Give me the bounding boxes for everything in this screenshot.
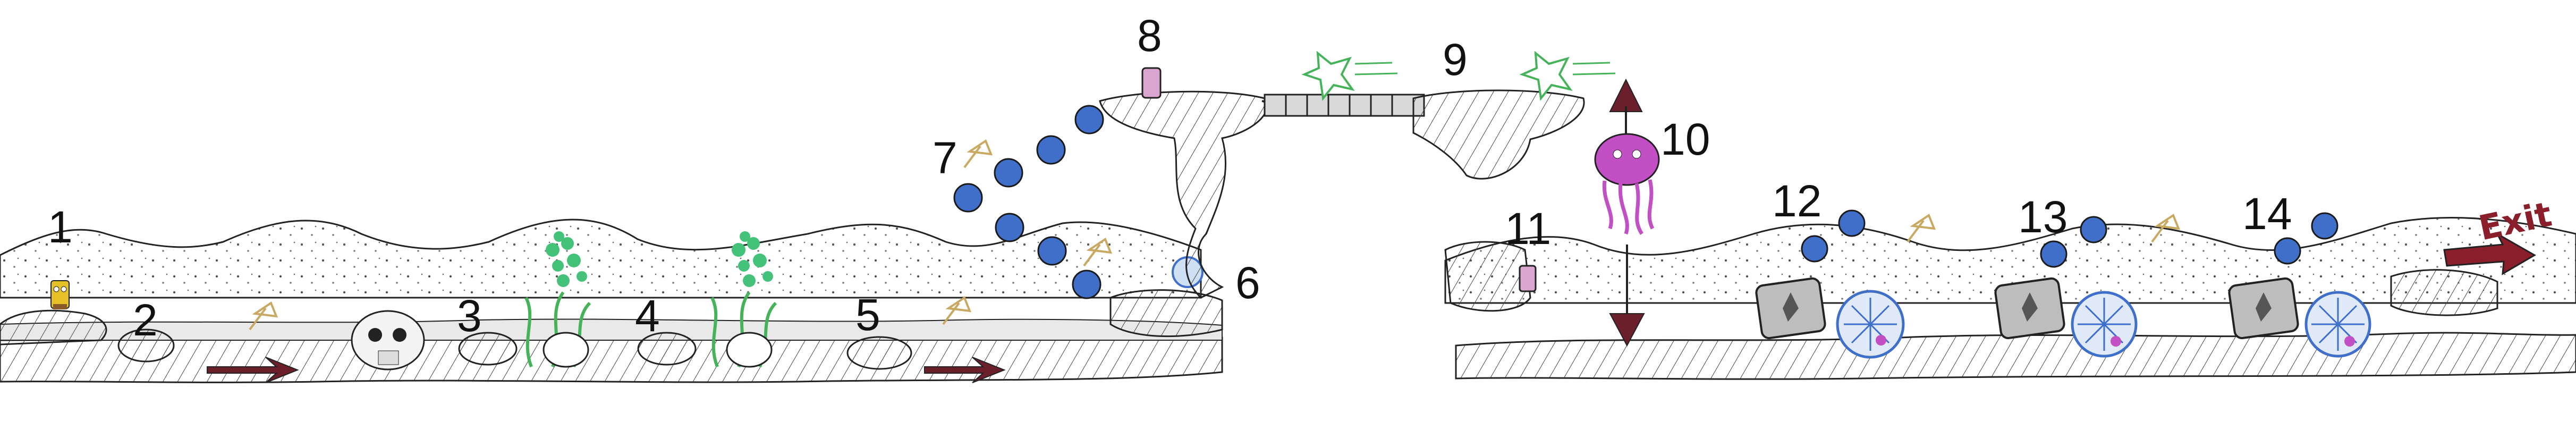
rock-platform [1109,289,1223,338]
level-marker-14[interactable]: 14 [2242,189,2292,239]
exit-arrow-icon[interactable] [2443,232,2536,275]
bubble-orb-icon[interactable] [994,158,1023,188]
seaweed-icon [524,231,591,368]
wooden-rope-bridge [1261,94,1425,117]
barrel-obstacle [637,332,697,366]
bubble-orb-icon[interactable] [1072,270,1101,299]
level-marker-13[interactable]: 13 [2018,192,2068,242]
jellyfish-net-icon[interactable] [942,296,972,325]
stone-block-icon [1755,277,1826,340]
level-marker-1[interactable]: 1 [48,202,73,252]
starfish-icon [1519,50,1616,101]
soda-can-icon[interactable] [1141,67,1162,99]
barrel-obstacle [117,329,175,363]
bubble-orb-icon[interactable] [2040,240,2067,268]
bubble-orb-icon[interactable] [953,183,983,213]
level-marker-4[interactable]: 4 [635,291,660,341]
jellyfish-net-icon[interactable] [1083,237,1113,267]
jellyfish-net-icon[interactable] [1906,213,1936,243]
level-marker-2[interactable]: 2 [133,295,158,345]
seaweed-icon [710,231,777,368]
stone-block-icon [2228,277,2299,340]
floating-rock-platform [1412,89,1585,180]
bubble-orb-icon[interactable] [1037,236,1067,266]
bubble-orb-icon[interactable] [1074,105,1104,134]
jellyfish-net-icon[interactable] [2151,213,2181,243]
starfish-icon [1301,50,1398,101]
jellyfish-net-icon[interactable] [249,301,278,331]
level-marker-8[interactable]: 8 [1137,11,1162,61]
bubble-trail-right [1801,209,2338,268]
level-marker-6[interactable]: 6 [1235,258,1260,308]
bubble-orb-icon[interactable] [2080,216,2107,243]
arrow-marker [207,357,299,383]
level-marker-12[interactable]: 12 [1772,176,1822,226]
bubble-orb-icon[interactable] [1036,135,1066,165]
seabed-floor-left [0,318,1223,383]
jellyfish-icon[interactable] [1594,78,1660,347]
sand-dunes-right [1444,217,2576,304]
urchin-icon[interactable] [1836,290,1905,359]
bubble-orb-icon[interactable] [1801,235,1828,263]
barrel-obstacle [846,336,912,370]
bubble-orb-icon[interactable] [1838,209,1866,237]
urchin-icon[interactable] [2071,291,2138,358]
bubble-orb-icon[interactable] [995,213,1024,242]
floating-rock-platform [1099,90,1268,299]
level-marker-3[interactable]: 3 [457,291,482,341]
level-marker-10[interactable]: 10 [1660,114,1710,164]
barrel-obstacle [458,332,518,366]
level-marker-7[interactable]: 7 [933,133,957,183]
seabed-floor-right [1455,332,2576,380]
bubble-orb-icon[interactable] [2274,237,2301,265]
skull-rock-icon [351,310,425,371]
stone-block-icon [1994,277,2065,340]
level-marker-5[interactable]: 5 [855,290,880,340]
start-rock-platform [0,309,107,346]
urchin-icon[interactable] [2304,291,2371,358]
arrow-marker [924,357,1006,383]
rock-platform [1444,241,1531,312]
bubble-orb-icon[interactable] [2311,212,2338,240]
bubble-trail [953,105,1104,299]
jellyfish-net-icon[interactable] [963,139,993,169]
soda-can-icon[interactable] [1519,265,1537,292]
sponge-character-icon[interactable] [50,280,70,309]
level-marker-9[interactable]: 9 [1443,35,1468,85]
rock-platform [2390,269,2498,316]
level-marker-11[interactable]: 11 [1505,204,1552,254]
